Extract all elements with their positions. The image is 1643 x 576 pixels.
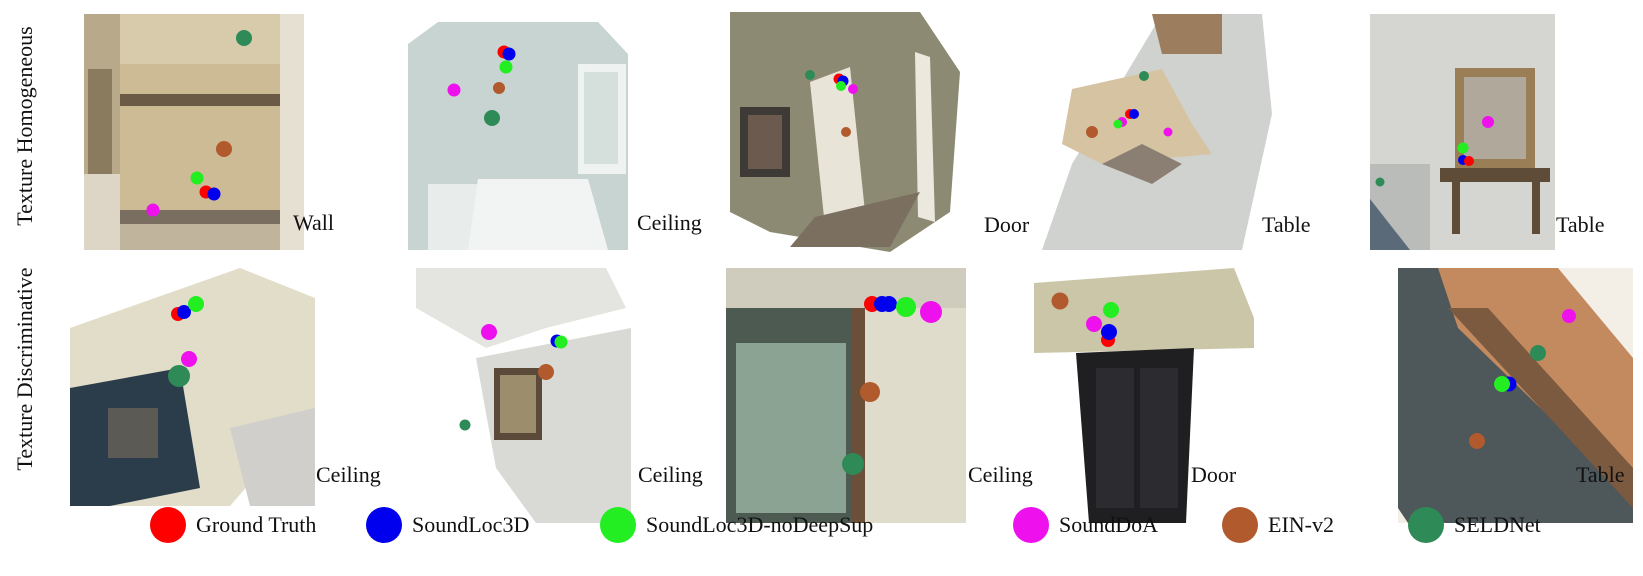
legend-item-ein-v2: EIN-v2 <box>1222 505 1334 545</box>
legend-label: SoundDoA <box>1059 512 1159 537</box>
scene-image <box>1042 14 1272 250</box>
scene-image <box>84 14 304 250</box>
legend-marker <box>1408 507 1444 543</box>
panel-caption: Door <box>1191 462 1237 487</box>
panel-caption: Ceiling <box>637 210 702 235</box>
legend-item-sounddoa: SoundDoA <box>1013 505 1158 545</box>
scene-panel-wall <box>84 14 304 250</box>
legend-label: SELDNet <box>1454 512 1541 537</box>
legend-label: SoundLoc3D <box>412 512 530 537</box>
scene-image <box>1034 268 1254 523</box>
scene-panel-table <box>1370 14 1555 250</box>
legend-marker <box>366 507 402 543</box>
panel-caption: Table <box>1556 212 1605 237</box>
legend-marker <box>150 507 186 543</box>
scene-panel-ceiling <box>416 268 631 523</box>
legend-marker <box>1013 507 1049 543</box>
legend-marker <box>1222 507 1258 543</box>
row-label-discriminative: Texture Discriminative <box>12 267 37 471</box>
scene-image <box>1370 14 1555 250</box>
legend-item-soundloc3d-nodeepsup: SoundLoc3D-noDeepSup <box>600 505 873 545</box>
scene-panel-ceiling <box>726 268 966 523</box>
scene-image <box>416 268 631 523</box>
legend-item-soundloc3d: SoundLoc3D <box>366 505 529 545</box>
panel-caption: Table <box>1576 462 1625 487</box>
panel-caption: Ceiling <box>968 462 1033 487</box>
scene-image <box>1398 268 1633 523</box>
panel-caption: Wall <box>293 210 334 235</box>
scene-panel-table <box>1398 268 1633 523</box>
scene-panel-ceiling <box>408 14 628 250</box>
scene-panel-ceiling <box>70 268 315 506</box>
scene-panel-table <box>1042 14 1272 250</box>
scene-panel-door <box>1034 268 1254 523</box>
legend-label: Ground Truth <box>196 512 317 537</box>
panel-caption: Ceiling <box>638 462 703 487</box>
legend-label: SoundLoc3D-noDeepSup <box>646 512 874 537</box>
scene-image <box>726 268 966 523</box>
scene-image <box>730 12 960 252</box>
panel-caption: Table <box>1262 212 1311 237</box>
scene-image <box>70 268 315 506</box>
legend-item-seldnet: SELDNet <box>1408 505 1541 545</box>
panel-caption: Door <box>984 212 1030 237</box>
panel-caption: Ceiling <box>316 462 381 487</box>
scene-panel-door <box>730 12 960 252</box>
legend-marker <box>600 507 636 543</box>
legend-label: EIN-v2 <box>1268 512 1334 537</box>
scene-image <box>408 22 628 250</box>
legend-item-ground-truth: Ground Truth <box>150 505 316 545</box>
row-label-homogeneous: Texture Homogeneous <box>12 26 37 226</box>
